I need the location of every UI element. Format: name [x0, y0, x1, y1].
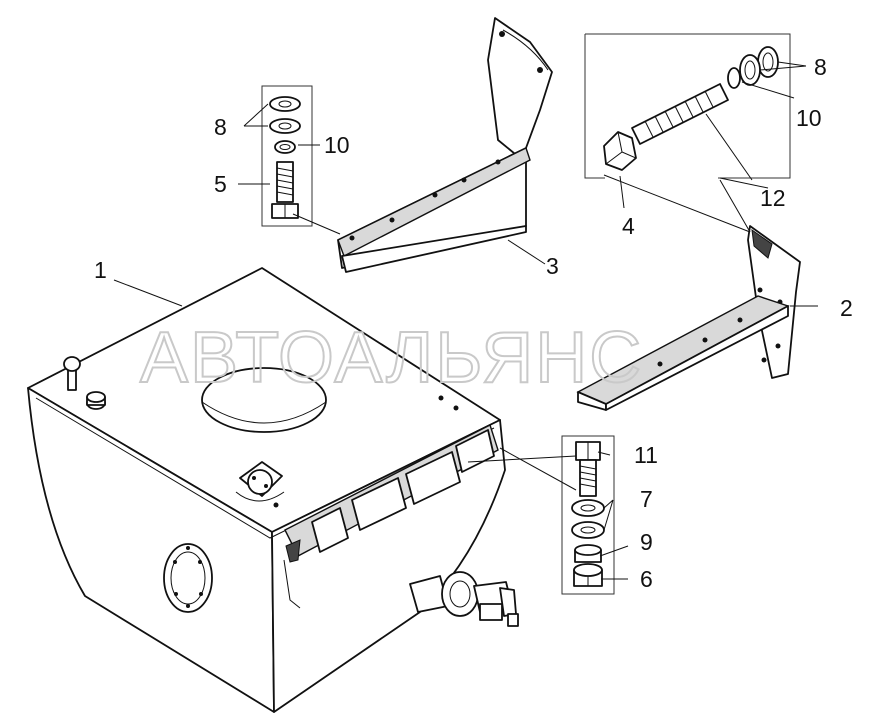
callout-5: 5 [214, 171, 227, 197]
callout-8-left: 8 [214, 114, 227, 140]
nut-4 [603, 131, 637, 171]
fastener-group-box-bottom [561, 435, 615, 595]
leader-lines [113, 61, 818, 580]
tank-mounting-strip [283, 424, 499, 609]
callout-3: 3 [546, 253, 559, 279]
nut-6 [573, 563, 603, 587]
spring-washer-10 [727, 67, 741, 89]
callout-8-right: 8 [814, 54, 827, 80]
callout-2: 2 [840, 295, 853, 321]
callout-10-right: 10 [796, 105, 822, 131]
fastener-group-box-right [585, 33, 791, 179]
callout-12: 12 [760, 185, 786, 211]
breather-cap [63, 356, 81, 391]
fastener-group-left [269, 96, 301, 219]
callout-10-left: 10 [324, 132, 350, 158]
callout-9: 9 [640, 529, 653, 555]
inspection-port [163, 543, 213, 613]
callout-4: 4 [622, 213, 635, 239]
fastener-group-bottom [571, 441, 605, 587]
bolt-5 [271, 161, 299, 219]
washer-pair-8 [739, 46, 779, 86]
bolt-11 [575, 441, 601, 497]
bracket-2 [576, 225, 801, 411]
callout-7: 7 [640, 486, 653, 512]
fuel-tank [27, 267, 519, 713]
fastener-group-right [603, 46, 779, 171]
fastener-group-box-left [261, 85, 313, 227]
drain-valve [409, 571, 519, 627]
filler-cap [86, 391, 106, 410]
fuel-level-sender [235, 461, 285, 502]
stud-12 [631, 83, 729, 145]
callout-labels: 1 2 3 4 5 6 7 8 8 9 10 10 11 12 [94, 54, 853, 592]
bracket-3 [337, 17, 553, 273]
watermark: АВТОАЛЬЯНС [140, 318, 643, 398]
callout-6: 6 [640, 566, 653, 592]
callout-1: 1 [94, 257, 107, 283]
callout-11: 11 [634, 442, 658, 468]
